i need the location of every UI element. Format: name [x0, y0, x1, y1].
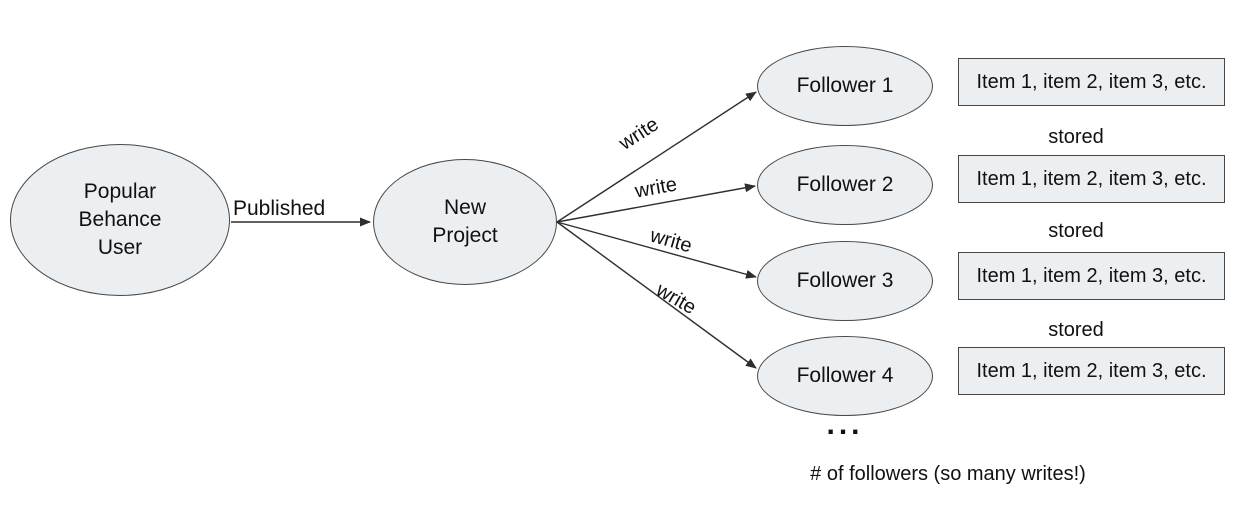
node-follower-3: Follower 3 [757, 241, 933, 321]
stored-label-3: stored [1048, 319, 1104, 341]
more-followers-ellipsis: ... [826, 408, 864, 441]
node-label-line: Project [432, 224, 498, 247]
stored-items-box-3: Item 1, item 2, item 3, etc. [958, 252, 1225, 300]
node-label-line: Behance [78, 208, 162, 231]
edge-label-published: Published [233, 197, 326, 220]
stored-label-2: stored [1048, 220, 1104, 242]
node-follower-1: Follower 1 [757, 46, 933, 126]
node-label-line: Follower 2 [796, 173, 894, 196]
node-label-line: Popular [83, 180, 157, 203]
node-follower-2: Follower 2 [757, 145, 933, 225]
edge-label-write-3: write [647, 224, 695, 258]
node-label-line: New [443, 196, 486, 219]
node-label-line: Follower 3 [796, 269, 894, 292]
stored-label-1: stored [1048, 126, 1104, 148]
node-popular-behance-user: Popular Behance User [10, 144, 230, 296]
stored-items-box-4: Item 1, item 2, item 3, etc. [958, 347, 1225, 395]
stored-items-box-2: Item 1, item 2, item 3, etc. [958, 155, 1225, 203]
node-label-line: Follower 4 [796, 364, 894, 387]
node-label-line: User [97, 236, 143, 259]
node-label-line: Follower 1 [796, 74, 894, 97]
edge-label-write-2: write [633, 173, 679, 203]
edge-label-write-1: write [615, 113, 663, 155]
node-follower-4: Follower 4 [757, 336, 933, 416]
node-new-project: New Project [373, 159, 557, 285]
edge-label-write-4: write [652, 278, 700, 320]
followers-caption: # of followers (so many writes!) [810, 463, 1086, 485]
stored-items-box-1: Item 1, item 2, item 3, etc. [958, 58, 1225, 106]
